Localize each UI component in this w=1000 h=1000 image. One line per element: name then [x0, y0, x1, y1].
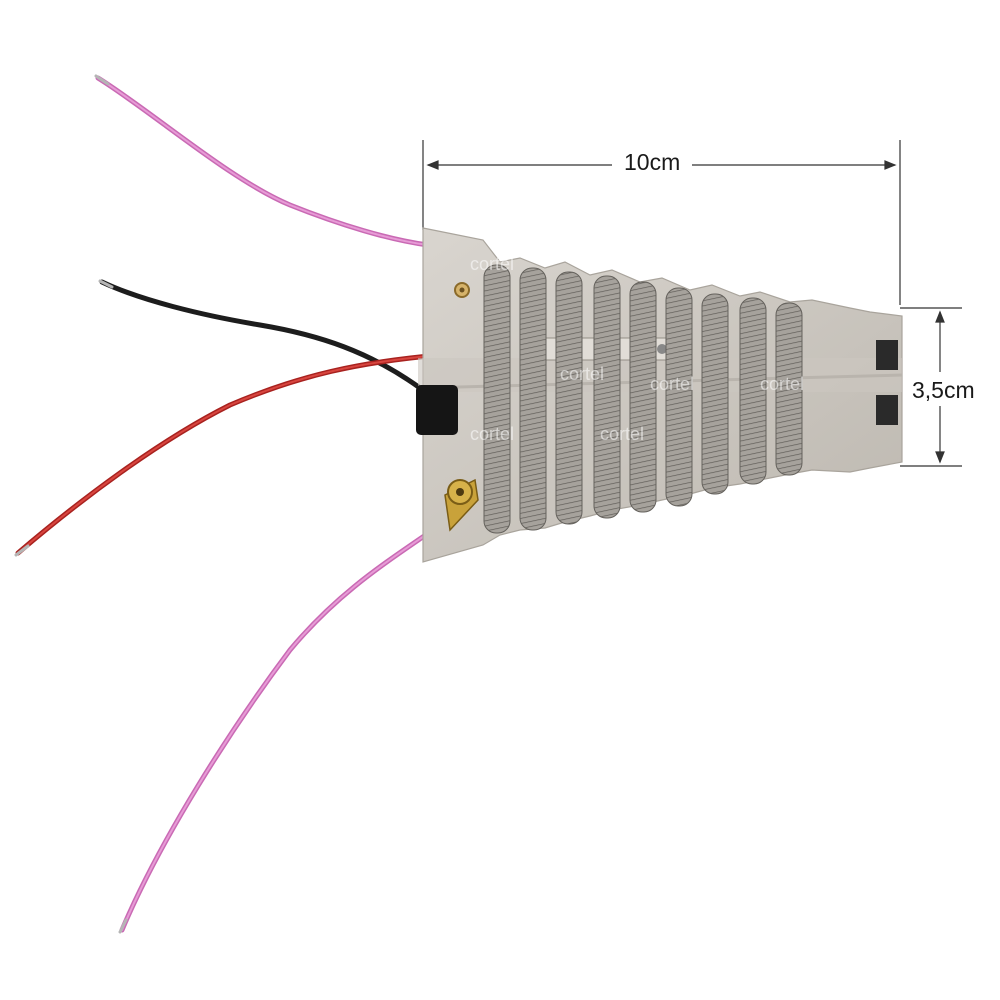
coil-5: [629, 281, 657, 513]
brass-terminal: [444, 478, 479, 532]
pink-wire-top: [95, 75, 431, 248]
height-arrow-top: [935, 310, 945, 323]
width-arrow-right: [884, 160, 897, 170]
width-arrow-left: [426, 160, 439, 170]
watermark-text-1: cortel: [470, 254, 514, 274]
wires: [14, 74, 443, 934]
coils: [483, 264, 803, 534]
right-clip-top: [876, 340, 898, 370]
pink-wire-top-tip: [94, 74, 110, 86]
height-arrow-bottom: [935, 451, 945, 464]
bracket-screw-right: [657, 344, 667, 354]
black-wire-tip: [98, 279, 114, 289]
red-wire: [15, 352, 443, 556]
coil-6: [665, 287, 693, 507]
pink-wire-bottom-tip: [118, 918, 128, 934]
watermark-text-6: cortel: [600, 424, 644, 444]
pink-wire-bottom-highlight: [121, 524, 441, 931]
watermark-text-3: cortel: [650, 374, 694, 394]
watermark-text-4: cortel: [760, 374, 804, 394]
watermark-overlay: cortel cortel cortel cortel cortel corte…: [470, 254, 804, 444]
coil-1: [483, 264, 511, 534]
coil-2: [519, 267, 547, 531]
dimension-lines: [422, 140, 962, 467]
black-wire: [99, 279, 423, 391]
watermark-text-2: cortel: [560, 364, 604, 384]
right-clip-bottom: [876, 395, 898, 425]
watermark-text-5: cortel: [470, 424, 514, 444]
height-dimension-label: 3,5cm: [912, 374, 975, 406]
pink-wire-top-highlight: [97, 77, 429, 246]
coil-4: [593, 275, 621, 519]
black-mount: [416, 385, 458, 435]
coil-3: [555, 271, 583, 525]
width-dimension-label: 10cm: [616, 148, 689, 176]
coil-7: [701, 293, 729, 495]
coil-9: [775, 302, 803, 476]
red-wire-tip: [14, 544, 30, 557]
red-wire-highlight: [17, 354, 441, 554]
coil-8: [739, 297, 767, 485]
pink-wire-bottom: [119, 522, 443, 933]
